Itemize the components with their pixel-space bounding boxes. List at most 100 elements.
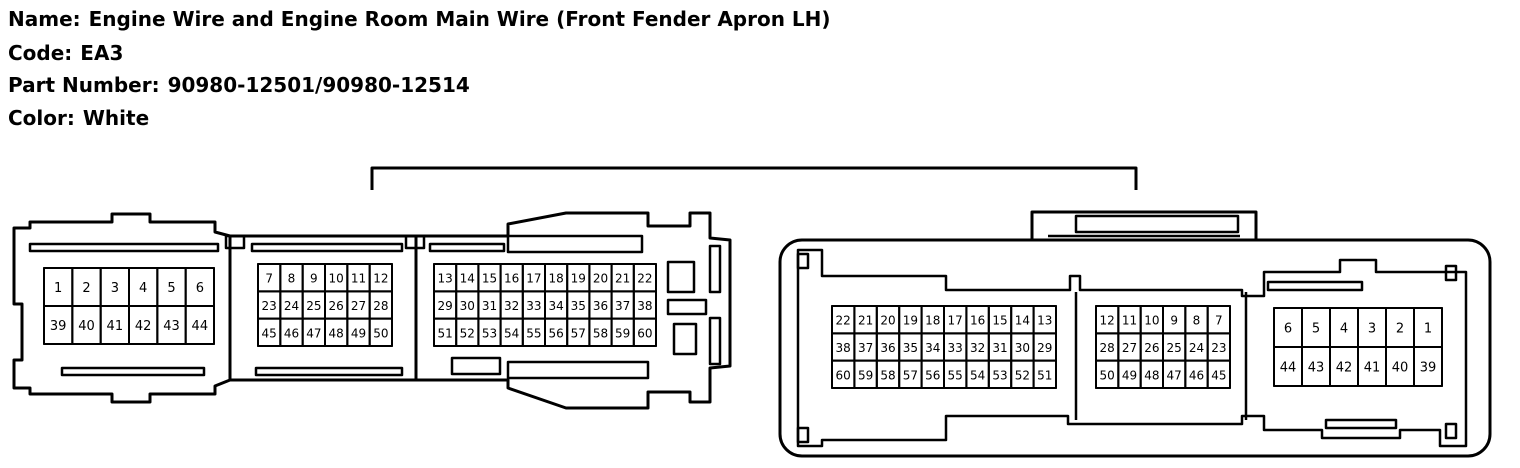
right-terminal-pin-4: 4 (1340, 322, 1348, 337)
left-rail-bottom-1 (60, 366, 206, 377)
left-key-top (506, 234, 644, 254)
connector-color-row: Color:White (8, 105, 149, 131)
left-terminal-cell (368, 317, 393, 347)
right-terminal-pin-31: 31 (992, 341, 1007, 355)
left-terminal-pin-12: 12 (373, 272, 388, 286)
left-terminal-pin-37: 37 (615, 299, 630, 313)
left-lock-window-1 (666, 260, 696, 294)
left-terminal-pin-46: 46 (284, 326, 299, 340)
right-terminal-pin-56: 56 (925, 368, 940, 382)
left-terminal-pin-5: 5 (167, 281, 175, 296)
part-number-row: Part Number:90980-12501/90980-12514 (8, 72, 470, 98)
left-terminal-pin-11: 11 (351, 272, 366, 286)
left-terminal-pin-56: 56 (548, 326, 563, 340)
right-notch-top-left (796, 252, 810, 270)
right-terminal-pin-42: 42 (1336, 361, 1353, 376)
right-terminal-cell (1413, 346, 1443, 387)
right-terminal-pin-57: 57 (903, 368, 918, 382)
left-terminal-pin-40: 40 (78, 319, 95, 334)
right-terminal-pin-11: 11 (1122, 314, 1137, 328)
left-terminal-pin-45: 45 (262, 326, 277, 340)
right-terminal-pin-2: 2 (1396, 322, 1404, 337)
left-lock-window-3 (672, 322, 698, 356)
right-terminal-pin-47: 47 (1167, 368, 1182, 382)
left-side-clip-bottom (708, 316, 722, 366)
right-terminal-pin-58: 58 (880, 368, 895, 382)
left-terminal-pin-8: 8 (288, 272, 296, 286)
left-terminal-pin-50: 50 (373, 326, 388, 340)
right-terminal-pin-3: 3 (1368, 322, 1376, 337)
right-terminal-pin-35: 35 (903, 341, 918, 355)
part-number-value: 90980-12501/90980-12514 (167, 73, 470, 97)
left-terminal-pin-52: 52 (460, 326, 475, 340)
left-terminal-pin-33: 33 (526, 299, 541, 313)
right-terminal-pin-43: 43 (1308, 361, 1325, 376)
left-terminal-pin-22: 22 (637, 272, 652, 286)
left-terminal-pin-57: 57 (571, 326, 586, 340)
right-terminal-pin-20: 20 (880, 314, 895, 328)
left-terminal-pin-49: 49 (351, 326, 366, 340)
right-notch-bottom-right (1444, 422, 1458, 440)
right-terminal-pin-53: 53 (992, 368, 1007, 382)
right-terminal-pin-59: 59 (858, 368, 873, 382)
right-latch-top (1030, 210, 1258, 240)
color-value: White (82, 106, 150, 130)
left-terminal-pin-23: 23 (262, 299, 277, 313)
connector-name-row: Name:Engine Wire and Engine Room Main Wi… (8, 6, 831, 32)
right-terminal-pin-40: 40 (1392, 361, 1409, 376)
right-terminal-pin-15: 15 (992, 314, 1007, 328)
left-terminal-pin-15: 15 (482, 272, 497, 286)
right-terminal-pin-30: 30 (1015, 341, 1030, 355)
right-terminal-pin-16: 16 (970, 314, 985, 328)
right-terminal-pin-33: 33 (948, 341, 963, 355)
right-terminal-pin-9: 9 (1170, 314, 1178, 328)
left-key-bottom-small (450, 356, 502, 376)
left-latch-post-2 (404, 234, 426, 250)
right-terminal-pin-50: 50 (1100, 368, 1115, 382)
right-terminal-pin-24: 24 (1189, 341, 1204, 355)
left-terminal-pin-60: 60 (637, 326, 652, 340)
right-terminal-pin-19: 19 (903, 314, 918, 328)
left-terminal-pin-29: 29 (437, 299, 452, 313)
left-terminal-cell (184, 305, 216, 345)
left-rail-top-1 (28, 242, 220, 253)
left-terminal-pin-47: 47 (306, 326, 321, 340)
right-notch-bottom-left (796, 426, 810, 444)
left-terminal-pin-21: 21 (615, 272, 630, 286)
left-terminal-pin-32: 32 (504, 299, 519, 313)
left-terminal-pin-53: 53 (482, 326, 497, 340)
right-terminal-pin-5: 5 (1312, 322, 1320, 337)
right-terminal-pin-44: 44 (1280, 361, 1297, 376)
right-terminal-pin-45: 45 (1211, 368, 1226, 382)
right-terminal-pin-48: 48 (1144, 368, 1159, 382)
left-rail-top-2 (250, 242, 404, 253)
right-terminal-pin-36: 36 (880, 341, 895, 355)
right-terminal-pin-60: 60 (836, 368, 851, 382)
right-terminal-pin-32: 32 (970, 341, 985, 355)
right-terminal-pin-18: 18 (925, 314, 940, 328)
code-value: EA3 (80, 41, 124, 65)
right-terminal-pin-12: 12 (1100, 314, 1115, 328)
right-terminal-pin-55: 55 (948, 368, 963, 382)
left-terminal-pin-1: 1 (54, 281, 62, 296)
left-terminal-pin-59: 59 (615, 326, 630, 340)
right-terminal-pin-29: 29 (1037, 341, 1052, 355)
left-terminal-pin-13: 13 (437, 272, 452, 286)
left-connector (12, 211, 732, 410)
right-terminal-pin-6: 6 (1284, 322, 1292, 337)
right-terminal-pin-7: 7 (1215, 314, 1223, 328)
left-latch-post-1 (224, 234, 246, 250)
left-terminal-pin-58: 58 (593, 326, 608, 340)
left-connector-outline (12, 211, 732, 410)
left-terminal-pin-6: 6 (196, 281, 204, 296)
left-terminal-pin-41: 41 (107, 319, 124, 334)
left-terminal-pin-2: 2 (82, 281, 90, 296)
left-side-clip-top (708, 244, 722, 294)
right-notch-top-right (1444, 264, 1458, 282)
left-terminal-pin-43: 43 (163, 319, 180, 334)
